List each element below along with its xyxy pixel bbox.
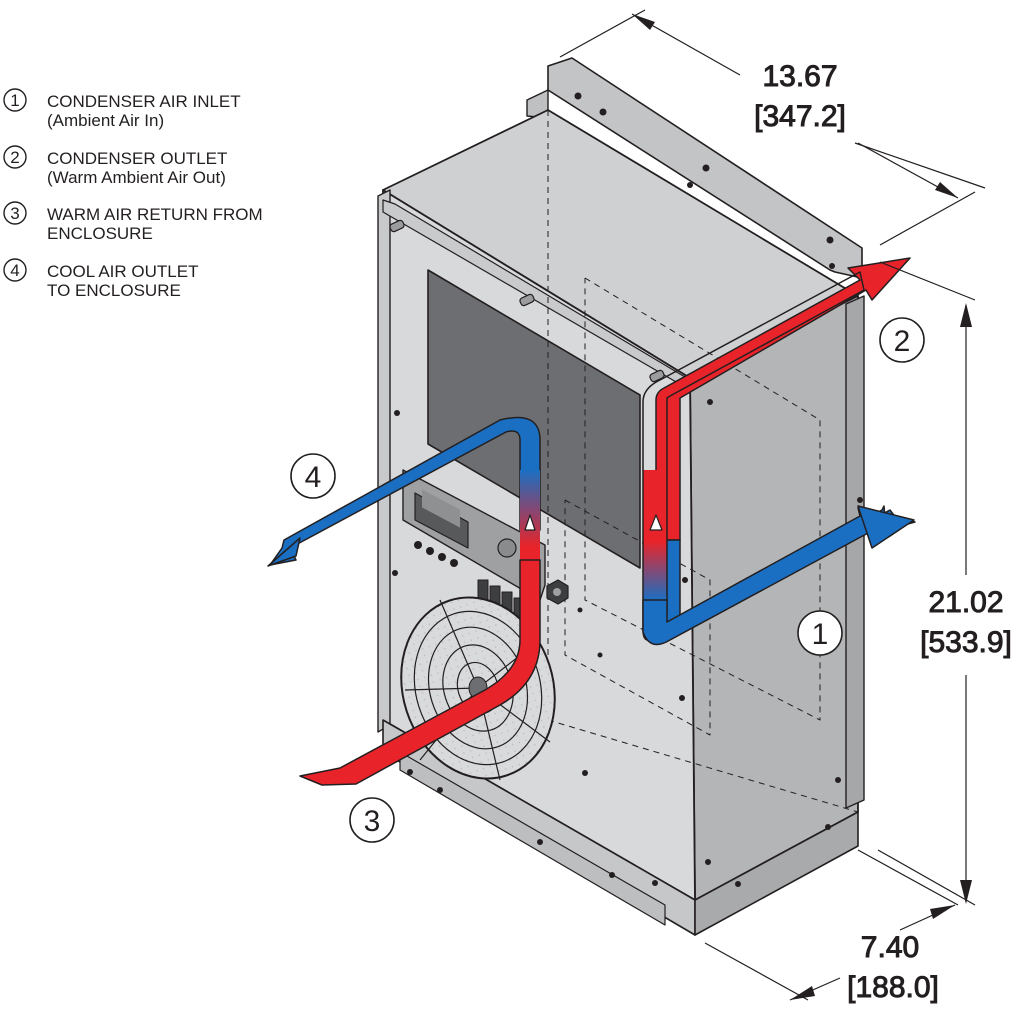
legend-number-circle — [3, 201, 27, 225]
legend-sublabel: (Ambient Air In) — [47, 111, 164, 130]
legend-number: 2 — [10, 148, 19, 167]
callout-2: 2 — [879, 317, 925, 363]
width-dimension: 13.67 [347.2] — [559, 9, 986, 246]
legend-number: 3 — [10, 204, 19, 223]
dimension-arrowhead — [930, 905, 955, 919]
condenser-transition — [643, 470, 667, 600]
callout-1: 1 — [797, 610, 843, 656]
dimension-arrowhead — [935, 182, 958, 198]
legend-item-3: 3 WARM AIR RETURN FROM ENCLOSURE — [3, 201, 263, 243]
depth-dimension: 7.40 [188.0] — [704, 849, 959, 1005]
depth-inches: 7.40 — [861, 931, 919, 964]
height-mm: [533.9] — [920, 626, 1012, 659]
legend-label: CONDENSER OUTLET — [47, 149, 227, 168]
dimensions: 13.67 [347.2] 21.02 [533.9] 7.40 [188.0] — [559, 9, 1012, 1005]
control-buttons — [414, 541, 458, 567]
legend-item-4: 4 COOL AIR OUTLET TO ENCLOSURE — [3, 258, 198, 300]
callout-number: 4 — [305, 461, 322, 494]
dimension-arrowhead — [632, 14, 655, 30]
dimension-arrowhead — [790, 986, 815, 1000]
condenser-outlet-arrow — [655, 257, 911, 541]
callout-number: 2 — [894, 325, 911, 358]
legend-label: WARM AIR RETURN FROM — [47, 205, 263, 224]
legend-sublabel: TO ENCLOSURE — [47, 281, 181, 300]
bottom-rail-side — [694, 811, 859, 936]
width-inches: 13.67 — [762, 60, 837, 93]
warm-air-return-arrow — [299, 559, 541, 786]
legend-sublabel: (Warm Ambient Air Out) — [47, 168, 226, 187]
evaporator-opening — [427, 269, 641, 569]
callout-4: 4 — [290, 453, 336, 499]
airflow-arrows — [267, 257, 916, 786]
height-dimension: 21.02 [533.9] — [877, 261, 1012, 906]
legend-label: COOL AIR OUTLET — [47, 262, 198, 281]
condenser-flow-chevron — [649, 514, 663, 531]
legend-label: CONDENSER AIR INLET — [47, 92, 241, 111]
cool-air-arrowhead — [267, 537, 301, 567]
cable-gland-hole — [553, 588, 561, 596]
unit-body — [377, 57, 865, 936]
callout-number: 3 — [364, 805, 381, 838]
legend-number-circle — [3, 258, 27, 282]
callouts: 1 2 3 4 — [290, 317, 925, 843]
depth-mm: [188.0] — [847, 971, 939, 1004]
height-inches: 21.02 — [928, 586, 1003, 619]
legend: 1 CONDENSER AIR INLET (Ambient Air In) 2… — [3, 88, 263, 300]
legend-item-1: 1 CONDENSER AIR INLET (Ambient Air In) — [3, 88, 241, 130]
return-flow-chevron — [524, 514, 536, 531]
dimension-arrowhead — [960, 880, 972, 904]
width-mm: [347.2] — [754, 100, 846, 133]
condenser-inlet-body — [642, 507, 901, 646]
standoff-bolts — [389, 219, 665, 383]
panel-knob — [497, 538, 517, 558]
cool-air-outlet-arrow — [269, 416, 541, 566]
screw-holes — [392, 92, 863, 887]
callout-3: 3 — [349, 797, 395, 843]
legend-number-circle — [3, 88, 27, 112]
legend-item-2: 2 CONDENSER OUTLET (Warm Ambient Air Out… — [3, 145, 227, 187]
legend-number: 1 — [10, 91, 19, 110]
legend-sublabel: ENCLOSURE — [47, 224, 153, 243]
dimension-arrowhead — [960, 303, 972, 327]
callout-number: 1 — [812, 618, 829, 651]
display-glass — [422, 489, 460, 528]
front-left-lip — [377, 189, 391, 733]
legend-number-circle — [3, 145, 27, 169]
bottom-mounting-flange — [399, 751, 666, 926]
condenser-inlet-tail — [857, 505, 915, 549]
legend-number: 4 — [10, 261, 19, 280]
side-flange — [845, 295, 865, 809]
